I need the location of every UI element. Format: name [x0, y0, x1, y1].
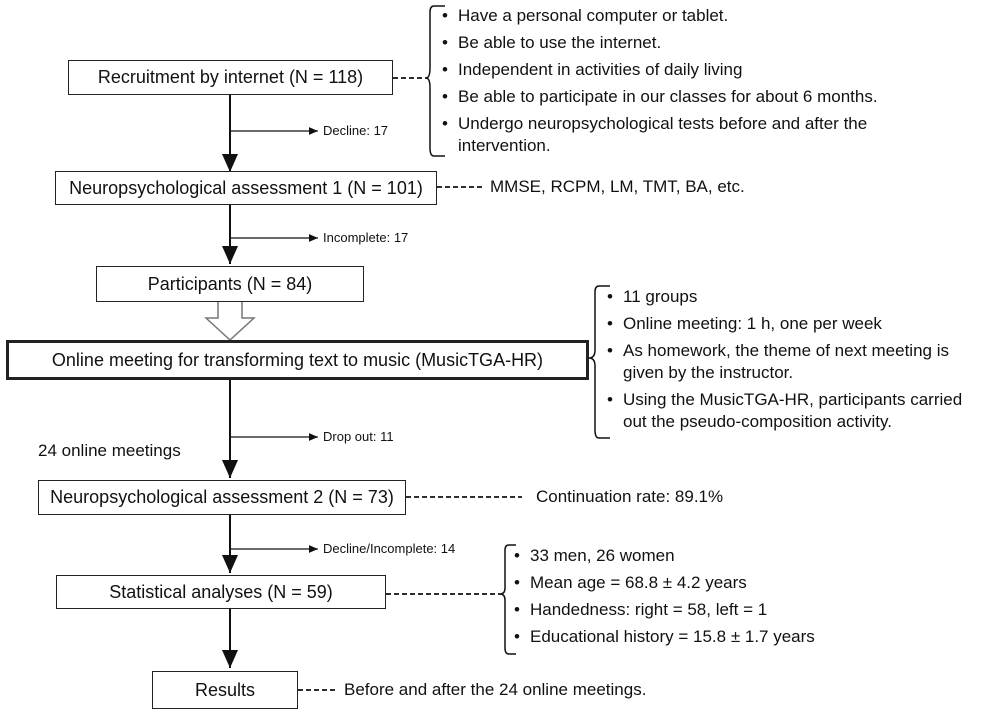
assessment1-box: Neuropsychological assessment 1 (N = 101… — [55, 171, 437, 205]
meeting-detail-item: Using the MusicTGA-HR, participants carr… — [605, 389, 990, 433]
meeting-detail-item: Online meeting: 1 h, one per week — [605, 313, 990, 335]
incomplete-label: Incomplete: 17 — [323, 230, 409, 245]
decline-incomplete-label: Decline/Incomplete: 14 — [323, 541, 456, 556]
online-meeting-box: Online meeting for transforming text to … — [6, 340, 589, 380]
criteria-item: Have a personal computer or tablet. — [440, 5, 880, 27]
criteria-item: Be able to participate in our classes fo… — [440, 86, 880, 108]
demographics-brace — [499, 544, 516, 655]
criteria-item: Be able to use the internet. — [440, 32, 880, 54]
criteria-list: Have a personal computer or tablet. Be a… — [440, 5, 880, 162]
criteria-item: Undergo neuropsychological tests before … — [440, 113, 880, 157]
criteria-brace — [425, 5, 445, 157]
demographics-item: Handedness: right = 58, left = 1 — [512, 599, 932, 621]
demographics-item: Educational history = 15.8 ± 1.7 years — [512, 626, 932, 648]
statistical-label: Statistical analyses (N = 59) — [109, 581, 333, 602]
assessment1-label: Neuropsychological assessment 1 (N = 101… — [69, 177, 423, 198]
meeting-details-brace — [588, 285, 610, 439]
decline-label: Decline: 17 — [323, 123, 389, 138]
online-meeting-label: Online meeting for transforming text to … — [51, 349, 544, 370]
demographics-item: Mean age = 68.8 ± 4.2 years — [512, 572, 932, 594]
criteria-item: Independent in activities of daily livin… — [440, 59, 880, 81]
tests-label: MMSE, RCPM, LM, TMT, BA, etc. — [490, 177, 745, 196]
meetings-label: 24 online meetings — [38, 441, 181, 460]
meeting-detail-item: As homework, the theme of next meeting i… — [605, 340, 990, 384]
recruitment-box: Recruitment by internet (N = 118) — [68, 60, 393, 95]
meeting-details-list: 11 groups Online meeting: 1 h, one per w… — [605, 286, 990, 438]
hollow-down-arrow — [204, 300, 256, 342]
assessment2-box: Neuropsychological assessment 2 (N = 73) — [38, 480, 406, 515]
results-box: Results — [152, 671, 298, 709]
meeting-detail-item: 11 groups — [605, 286, 990, 308]
dropout-label: Drop out: 11 — [323, 429, 394, 444]
participants-box: Participants (N = 84) — [96, 266, 364, 302]
demographics-list: 33 men, 26 women Mean age = 68.8 ± 4.2 y… — [512, 545, 932, 653]
continuation-label: Continuation rate: 89.1% — [536, 487, 724, 506]
assessment2-label: Neuropsychological assessment 2 (N = 73) — [50, 487, 394, 507]
demographics-item: 33 men, 26 women — [512, 545, 932, 567]
results-label: Results — [194, 679, 256, 700]
participants-label: Participants (N = 84) — [147, 273, 313, 294]
before-after-label: Before and after the 24 online meetings. — [344, 680, 647, 699]
statistical-box: Statistical analyses (N = 59) — [56, 575, 386, 609]
recruitment-label: Recruitment by internet (N = 118) — [97, 67, 364, 87]
